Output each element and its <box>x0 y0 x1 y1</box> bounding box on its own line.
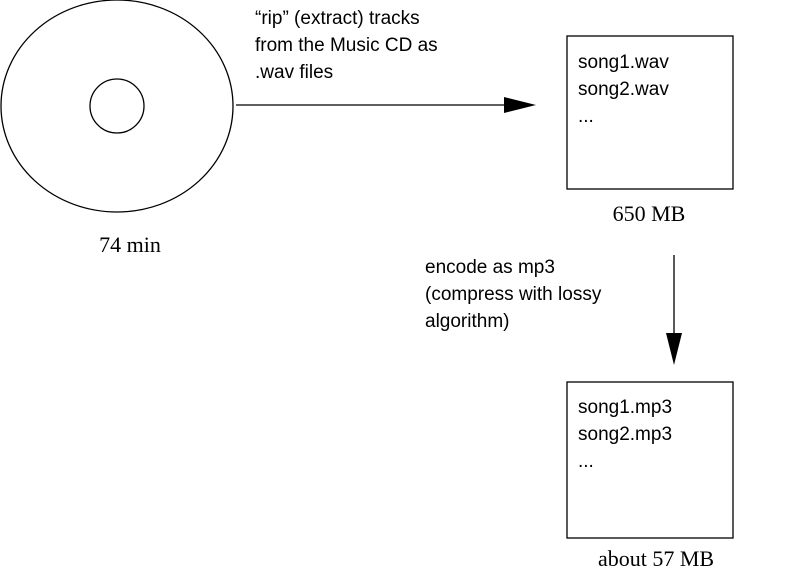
rip-arrow <box>236 97 536 113</box>
wav-files-box <box>566 35 734 190</box>
mp3-file-1: song1.mp3 <box>578 397 672 418</box>
mp3-file-ellipsis: ... <box>578 451 594 472</box>
encode-label-line-1: encode as mp3 <box>425 257 555 278</box>
rip-arrowhead <box>504 97 536 113</box>
cd-center-hole <box>89 78 145 134</box>
mp3-file-2: song2.mp3 <box>578 424 672 445</box>
encode-arrowhead <box>666 333 682 365</box>
mp3-size-caption: about 57 MB <box>598 546 714 571</box>
wav-size-caption: 650 MB <box>613 201 686 226</box>
rip-label-line-1: “rip” (extract) tracks <box>255 8 420 29</box>
encode-label-line-3: algorithm) <box>425 311 509 332</box>
rip-step-label: “rip” (extract) tracks from the Music CD… <box>255 8 438 83</box>
wav-file-2: song2.wav <box>578 79 669 100</box>
wav-file-1: song1.wav <box>578 52 669 73</box>
rip-label-line-2: from the Music CD as <box>255 35 438 56</box>
encode-arrow <box>666 255 682 365</box>
music-cd <box>0 0 234 213</box>
cd-disc <box>0 0 234 213</box>
cd-duration-caption: 74 min <box>99 232 161 257</box>
encode-label-line-2: (compress with lossy <box>425 284 602 305</box>
wav-file-ellipsis: ... <box>578 106 594 127</box>
rip-label-line-3: .wav files <box>255 62 333 83</box>
encode-step-label: encode as mp3 (compress with lossy algor… <box>425 257 602 332</box>
mp3-files-box <box>566 381 734 539</box>
